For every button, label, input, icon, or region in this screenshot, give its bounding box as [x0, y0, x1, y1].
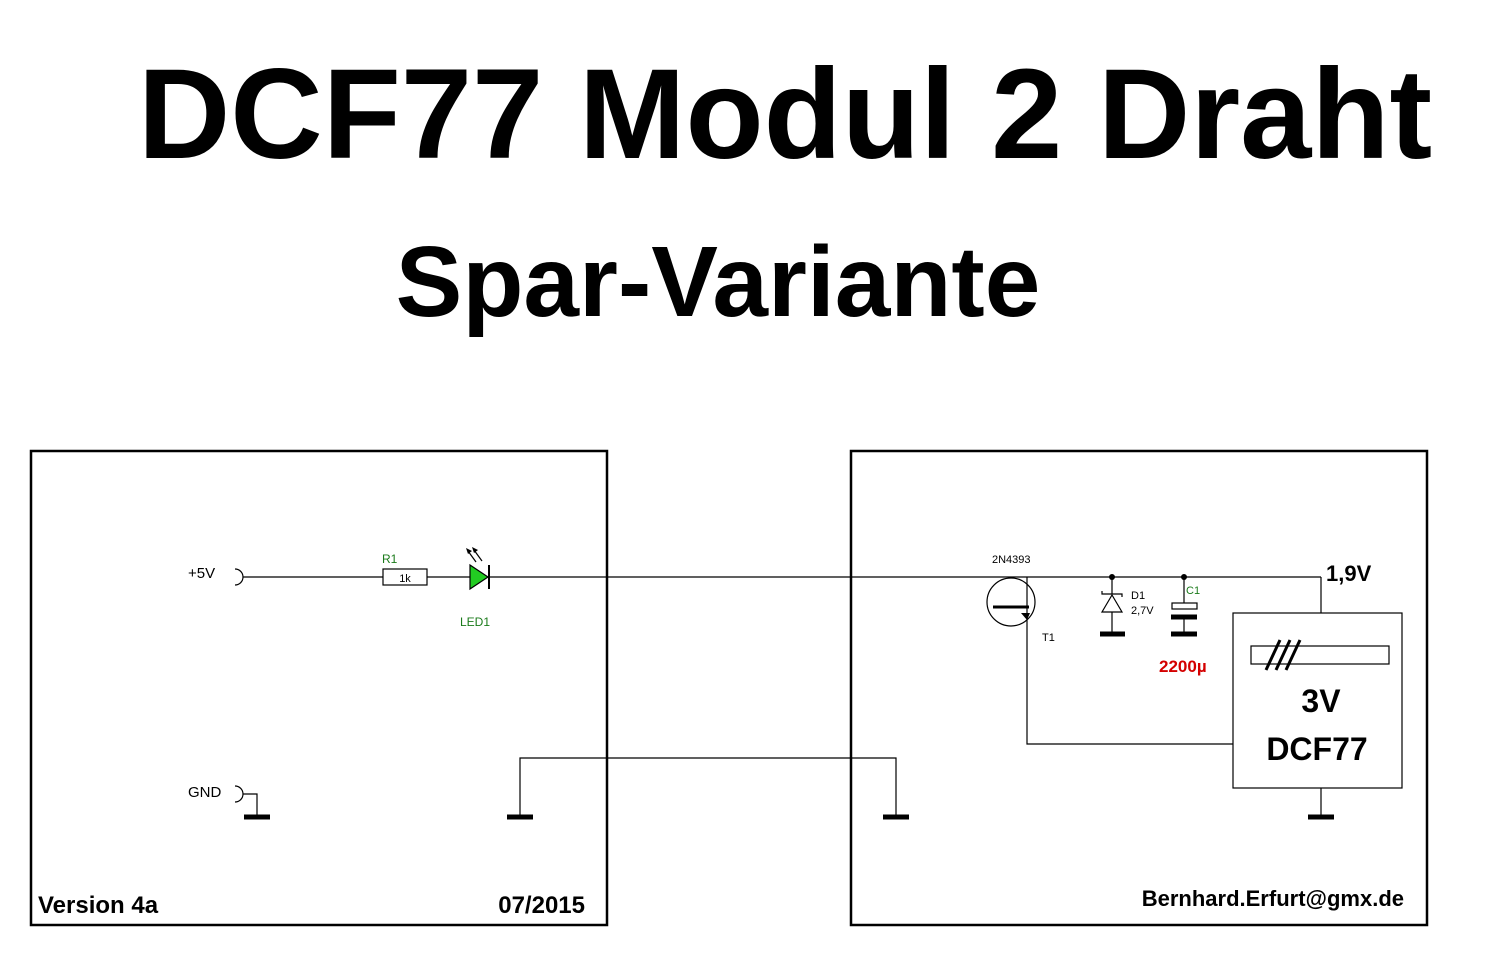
transistor-type: 2N4393 — [992, 554, 1031, 566]
transistor-ref: T1 — [1042, 632, 1055, 644]
resistor-ref: R1 — [382, 552, 398, 566]
right-panel-frame — [849, 449, 1429, 927]
transistor-body — [986, 577, 1036, 627]
left-panel-frame — [29, 449, 609, 927]
diagram-title: DCF77 Modul 2 Draht — [138, 43, 1432, 186]
capacitor-ref: C1 — [1186, 585, 1200, 597]
ground-label: GND — [188, 784, 222, 801]
ground-terminal — [234, 785, 244, 803]
zener-diode-symbol — [1100, 593, 1124, 613]
date-label: 07/2015 — [498, 892, 585, 919]
led-ref: LED1 — [460, 615, 490, 629]
capacitor-plate-positive — [1171, 602, 1198, 610]
capacitor-value: 2200µ — [1159, 657, 1207, 676]
zener-value: 2,7V — [1131, 605, 1154, 617]
version-label: Version 4a — [38, 892, 159, 919]
led-symbol — [469, 563, 490, 591]
module-name: DCF77 — [1266, 731, 1367, 767]
wire-gnd-terminal — [243, 793, 258, 816]
dcf77-module — [1232, 612, 1403, 789]
led-light-arrows-icon — [466, 547, 483, 563]
resistor-value: 1k — [399, 573, 411, 585]
author-email: Bernhard.Erfurt@gmx.de — [1142, 886, 1404, 911]
transistor-arrow-icon — [1021, 613, 1030, 620]
antenna-hatch-icon — [1264, 639, 1302, 671]
wire-source-to-module — [1026, 607, 1233, 745]
module-voltage: 3V — [1301, 683, 1341, 719]
output-voltage-label: 1,9V — [1326, 561, 1372, 586]
wire-ground-bridge — [519, 757, 897, 816]
supply-terminal — [234, 568, 244, 586]
module-antenna-icon — [1250, 645, 1390, 665]
supply-label: +5V — [188, 565, 215, 582]
diagram-subtitle: Spar-Variante — [396, 226, 1041, 338]
zener-ref: D1 — [1131, 590, 1145, 602]
